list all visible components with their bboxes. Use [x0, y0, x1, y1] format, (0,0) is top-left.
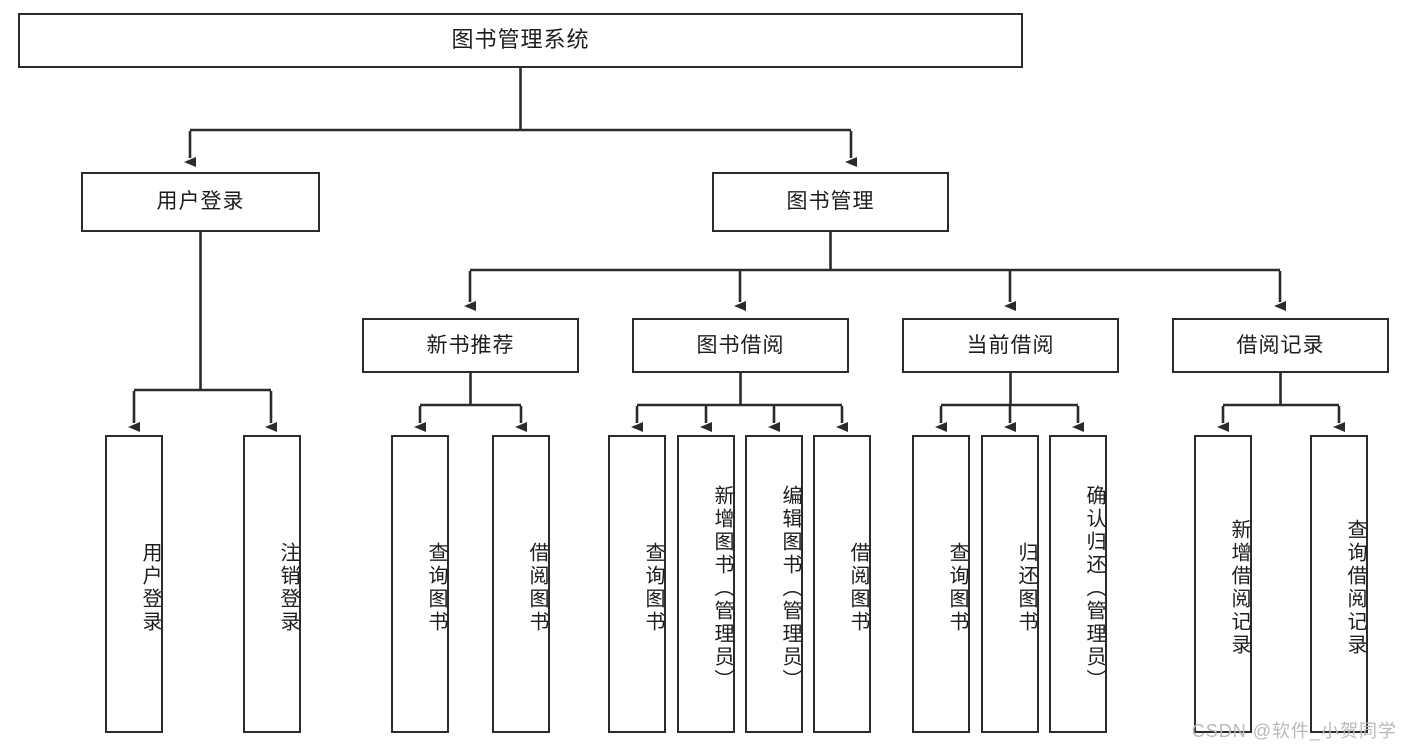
node-borrow-records[interactable]: 借阅记录 [1172, 318, 1389, 373]
node-leaf-current-confirm-return-label: 确认归还（管理员） [1083, 484, 1105, 692]
node-leaf-current-confirm-return[interactable]: 确认归还（管理员） [1049, 435, 1107, 733]
node-book-borrow[interactable]: 图书借阅 [632, 318, 849, 373]
node-leaf-borrow-edit-label: 编辑图书（管理员） [779, 484, 801, 692]
node-root-label: 图书管理系统 [451, 27, 590, 53]
node-leaf-borrow-add-label: 新增图书（管理员） [711, 484, 733, 692]
node-leaf-borrow-edit[interactable]: 编辑图书（管理员） [745, 435, 803, 733]
node-leaf-record-query[interactable]: 查询借阅记录 [1310, 435, 1368, 733]
node-leaf-borrow-borrow[interactable]: 借阅图书 [813, 435, 871, 733]
node-leaf-current-query[interactable]: 查询图书 [912, 435, 970, 733]
node-leaf-newbook-query[interactable]: 查询图书 [391, 435, 449, 733]
node-current-borrow-label: 当前借阅 [966, 333, 1055, 357]
node-user-login-label: 用户登录 [156, 190, 245, 214]
node-user-login[interactable]: 用户登录 [81, 172, 320, 232]
node-borrow-records-label: 借阅记录 [1236, 333, 1325, 357]
node-leaf-record-add-label: 新增借阅记录 [1228, 519, 1250, 657]
edge-book-manage-to-level3 [464, 232, 1286, 311]
node-leaf-current-return[interactable]: 归还图书 [981, 435, 1039, 733]
edge-user-login-to-leaves [128, 232, 277, 432]
node-leaf-user-login[interactable]: 用户登录 [105, 435, 163, 733]
node-leaf-record-add[interactable]: 新增借阅记录 [1194, 435, 1252, 733]
node-current-borrow[interactable]: 当前借阅 [902, 318, 1119, 373]
node-book-manage[interactable]: 图书管理 [712, 172, 949, 232]
edge-records-to-leaves [1217, 373, 1345, 432]
node-book-borrow-label: 图书借阅 [696, 333, 785, 357]
node-leaf-borrow-borrow-label: 借阅图书 [847, 542, 869, 634]
node-book-manage-label: 图书管理 [786, 190, 875, 214]
node-leaf-record-query-label: 查询借阅记录 [1344, 519, 1366, 657]
node-leaf-user-login-label: 用户登录 [139, 542, 161, 634]
node-leaf-current-query-label: 查询图书 [946, 542, 968, 634]
node-leaf-borrow-query-label: 查询图书 [642, 542, 664, 634]
node-new-book-recommend-label: 新书推荐 [426, 333, 515, 357]
node-leaf-logout[interactable]: 注销登录 [243, 435, 301, 733]
edge-borrow-to-leaves [631, 373, 848, 432]
node-leaf-newbook-borrow[interactable]: 借阅图书 [492, 435, 550, 733]
node-leaf-newbook-query-label: 查询图书 [425, 542, 447, 634]
node-leaf-borrow-add[interactable]: 新增图书（管理员） [677, 435, 735, 733]
edge-root-to-level2 [184, 68, 857, 167]
node-new-book-recommend[interactable]: 新书推荐 [362, 318, 579, 373]
node-leaf-newbook-borrow-label: 借阅图书 [526, 542, 548, 634]
edge-current-to-leaves [935, 373, 1084, 432]
node-leaf-logout-label: 注销登录 [277, 542, 299, 634]
node-leaf-borrow-query[interactable]: 查询图书 [608, 435, 666, 733]
csdn-watermark: CSDN @软件_小贺同学 [1191, 721, 1397, 741]
edge-new-book-to-leaves [414, 373, 527, 432]
node-root[interactable]: 图书管理系统 [18, 13, 1023, 68]
node-leaf-current-return-label: 归还图书 [1015, 542, 1037, 634]
